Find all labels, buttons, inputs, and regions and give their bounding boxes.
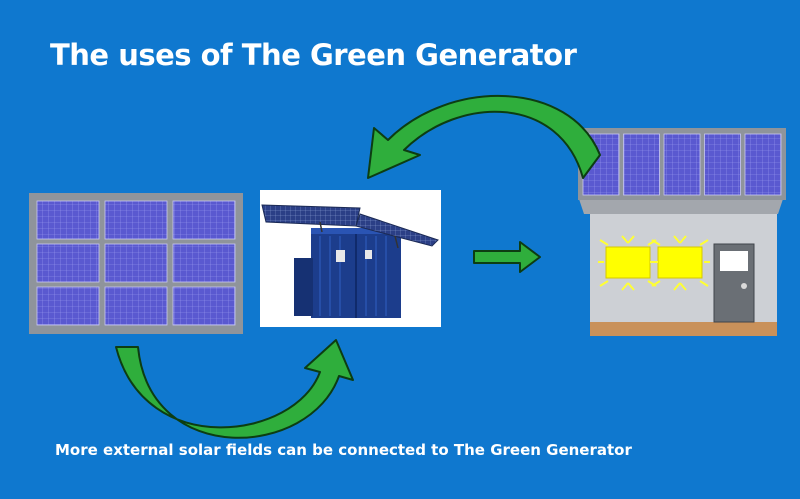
solar-cell <box>744 133 782 196</box>
solar-cell <box>104 286 168 326</box>
solar-panel-array-icon <box>29 193 243 334</box>
light-ray <box>673 282 681 291</box>
solar-cell <box>663 133 701 196</box>
solar-cell <box>172 286 236 326</box>
solar-cell <box>36 200 100 240</box>
light-ray <box>651 239 661 246</box>
light-ray <box>599 239 609 246</box>
straight-arrow-icon <box>473 241 541 273</box>
light-ray <box>621 282 629 291</box>
solar-cell <box>704 133 741 196</box>
light-ray <box>673 235 681 244</box>
light-ray <box>699 239 709 246</box>
curved-arrow-icon <box>115 339 354 439</box>
light-ray <box>679 282 687 291</box>
diagram-caption: More external solar fields can be connec… <box>55 441 632 459</box>
light-ray <box>651 280 661 287</box>
light-ray <box>627 235 635 244</box>
solar-cell <box>172 200 236 240</box>
solar-cell <box>104 243 168 283</box>
green-generator-container-icon <box>260 190 441 327</box>
light-ray <box>599 280 609 287</box>
solar-cell <box>36 286 100 326</box>
light-ray <box>699 280 709 287</box>
solar-cell <box>623 133 660 196</box>
page-title: The uses of The Green Generator <box>50 38 577 72</box>
solar-cell <box>172 243 236 283</box>
solar-cell <box>104 200 168 240</box>
curved-arrow-icon <box>367 94 601 179</box>
light-ray <box>621 235 629 244</box>
light-ray <box>627 282 635 291</box>
solar-cell <box>36 243 100 283</box>
house-with-solar-roof-icon <box>578 128 786 336</box>
light-ray <box>679 235 687 244</box>
